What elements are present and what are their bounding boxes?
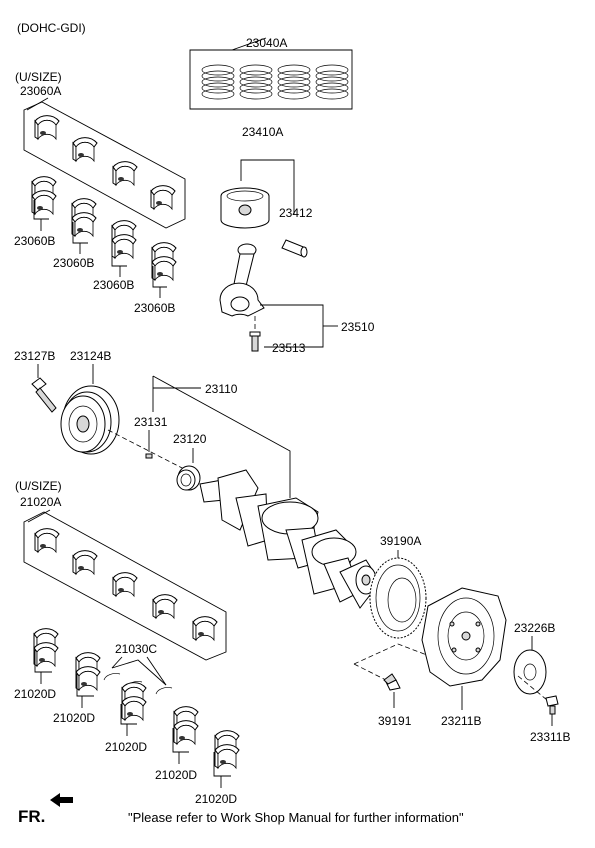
label-21020D-3: 21020D xyxy=(105,740,147,754)
label-21030C: 21030C xyxy=(115,642,157,656)
label-23060B-2: 23060B xyxy=(53,256,94,270)
bolt-23311B[interactable] xyxy=(545,695,559,715)
label-23060A: 23060A xyxy=(20,84,61,98)
label-21020D-5: 21020D xyxy=(195,792,237,806)
label-23127B: 23127B xyxy=(14,349,55,363)
footer-note: "Please refer to Work Shop Manual for fu… xyxy=(128,810,464,825)
label-23040A: 23040A xyxy=(246,36,287,50)
drive-plate-23211B[interactable] xyxy=(421,587,507,687)
conrod-bearing-set-21020A[interactable] xyxy=(23,511,227,661)
label-23124B: 23124B xyxy=(70,349,111,363)
label-23311B: 23311B xyxy=(530,730,570,744)
crankshaft-23110[interactable] xyxy=(199,469,381,609)
label-23110: 23110 xyxy=(205,382,238,396)
label-23510: 23510 xyxy=(341,320,375,334)
adapter-plate-23226B[interactable] xyxy=(513,649,547,695)
label-23226B: 23226B xyxy=(514,621,555,635)
label-23211B: 23211B xyxy=(441,714,481,728)
label-23120: 23120 xyxy=(173,432,207,446)
ring-gear-39190A[interactable] xyxy=(369,557,427,639)
engine-type-label: (DOHC-GDI) xyxy=(17,21,86,35)
label-39191: 39191 xyxy=(378,714,412,728)
conrod-bearing-21020D-3[interactable] xyxy=(121,682,147,721)
conrod-bearing-21020D-2[interactable] xyxy=(75,652,101,691)
front-label: FR. xyxy=(18,807,45,826)
pulley-bolt-23127B[interactable] xyxy=(31,377,57,413)
label-21020A: 21020A xyxy=(20,495,61,509)
label-21020D-4: 21020D xyxy=(155,768,197,782)
label-23131: 23131 xyxy=(134,415,168,429)
usize-label-top: (U/SIZE) xyxy=(15,70,62,84)
label-23410A: 23410A xyxy=(242,125,283,139)
front-arrow-icon xyxy=(50,793,73,807)
main-bearing-set-23060A[interactable] xyxy=(23,101,186,229)
main-bearing-23060B-1[interactable] xyxy=(31,176,57,215)
conrod-bearing-21020D-4[interactable] xyxy=(173,706,199,745)
conrod-bearing-21020D-1[interactable] xyxy=(33,628,59,667)
conrod-bearing-21020D-5[interactable] xyxy=(214,730,240,769)
label-23412: 23412 xyxy=(279,206,313,220)
label-39190A: 39190A xyxy=(380,534,421,548)
label-21020D-1: 21020D xyxy=(14,687,56,701)
connecting-rod-23510[interactable] xyxy=(219,243,265,317)
main-bearing-23060B-4[interactable] xyxy=(151,242,177,281)
sprocket-23120[interactable] xyxy=(176,465,201,491)
label-23060B-4: 23060B xyxy=(134,301,175,315)
usize-label-bottom: (U/SIZE) xyxy=(15,479,62,493)
piston-pin-23412[interactable] xyxy=(281,239,308,258)
bolt-39191[interactable] xyxy=(383,673,401,691)
label-23060B-3: 23060B xyxy=(93,278,134,292)
rod-bolt-23513[interactable] xyxy=(249,331,261,352)
key-23131[interactable] xyxy=(145,453,153,459)
piston-ring-set-23040A[interactable] xyxy=(189,37,353,110)
label-23513: 23513 xyxy=(272,341,306,355)
label-21020D-2: 21020D xyxy=(53,711,95,725)
main-bearing-23060B-2[interactable] xyxy=(71,198,97,237)
crankshaft-pulley-23124B[interactable] xyxy=(60,385,120,455)
label-23060B-1: 23060B xyxy=(14,234,55,248)
main-bearing-23060B-3[interactable] xyxy=(111,220,137,259)
piston-23410A[interactable] xyxy=(220,187,270,229)
